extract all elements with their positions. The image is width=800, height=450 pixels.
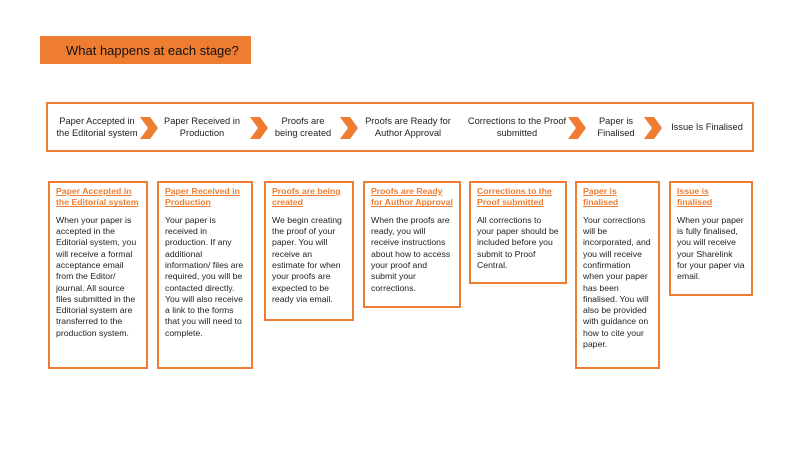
flow-step-proofs-ready: Proofs are Ready for Author Approval [365,115,451,138]
stage-card-title: Paper is finalised [583,186,619,208]
stage-card-issue-finalised: Issue is finalised When your paper is fu… [669,181,753,296]
stage-card-body: We begin creating the proof of your pape… [272,214,342,304]
stage-header-title: What happens at each stage? [66,42,239,58]
stage-card-paper-finalised: Paper is finalised Your corrections will… [575,181,660,369]
chevron-right-icon [568,117,586,139]
stage-card-corrections: Corrections to the Proof submitted All c… [469,181,567,284]
stage-card-title: Paper Received in Production [165,186,240,208]
flow-step-paper-finalised: Paper is Finalised [597,115,635,138]
stage-header-banner: What happens at each stage? [40,36,251,64]
stage-card-body: Your corrections will be incorporated, a… [583,214,651,350]
flow-step-received: Paper Received in Production [164,115,240,138]
flow-step-issue-finalised: Issue Is Finalised [671,121,743,132]
chevron-right-icon [340,117,358,139]
chevron-right-icon [644,117,662,139]
stage-card-title: Proofs are being created [272,186,341,208]
stage-card-title: Proofs are Ready for Author Approval [371,186,453,208]
flow-step-accepted: Paper Accepted in the Editorial system [56,115,138,138]
stage-card-body: Your paper is received in production. If… [165,214,244,338]
flow-step-corrections: Corrections to the Proof submitted [467,115,567,138]
stage-card-body: When your paper is accepted in the Edito… [56,214,137,338]
stage-card-body: When your paper is fully finalised, you … [677,214,745,282]
stage-card-proofs-created: Proofs are being created We begin creati… [264,181,354,321]
stage-card-body: When the proofs are ready, you will rece… [371,214,451,293]
stage-card-received: Paper Received in Production Your paper … [157,181,253,369]
stage-card-title: Corrections to the Proof submitted [477,186,552,208]
flow-step-proofs-created: Proofs are being created [274,115,332,138]
stage-card-title: Paper Accepted in the Editorial system [56,186,139,208]
process-flow: Paper Accepted in the Editorial system P… [46,102,754,152]
stage-card-accepted: Paper Accepted in the Editorial system W… [48,181,148,369]
stage-card-body: All corrections to your paper should be … [477,214,559,270]
stage-card-title: Issue is finalised [677,186,713,208]
stage-card-proofs-ready: Proofs are Ready for Author Approval Whe… [363,181,461,308]
chevron-right-icon [140,117,158,139]
chevron-right-icon [250,117,268,139]
